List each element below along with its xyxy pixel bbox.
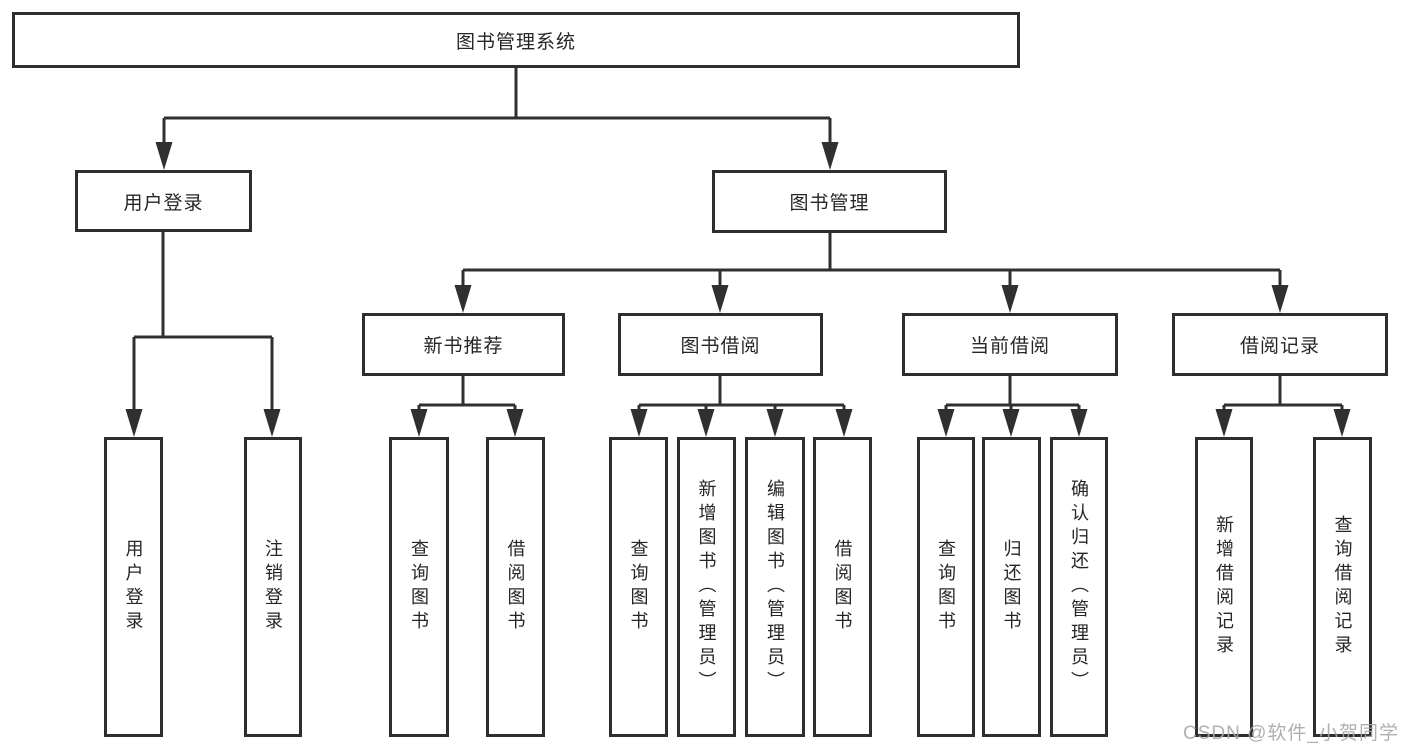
node-leaf-return-books: 归还图书 [982,437,1041,737]
node-leaf-query-books-current: 查询图书 [917,437,975,737]
node-leaf-user-login: 用户登录 [104,437,163,737]
node-book-borrowing: 图书借阅 [618,313,823,376]
node-leaf-query-borrow-record: 查询借阅记录 [1313,437,1372,737]
connector-stems [132,68,1344,412]
csdn-watermark: CSDN @软件_小贺同学 [1183,723,1399,744]
node-leaf-query-books-recommend: 查询图书 [389,437,449,737]
node-leaf-borrow-books-borrowing: 借阅图书 [813,437,872,737]
node-book-management: 图书管理 [712,170,947,233]
node-borrowing-records: 借阅记录 [1172,313,1388,376]
node-leaf-add-books-admin: 新增图书（管理员） [677,437,736,737]
node-leaf-edit-books-admin: 编辑图书（管理员） [745,437,805,737]
node-leaf-add-borrow-record: 新增借阅记录 [1195,437,1253,737]
node-leaf-borrow-books-recommend: 借阅图书 [486,437,545,737]
node-new-book-recommend: 新书推荐 [362,313,565,376]
node-leaf-query-books-borrowing: 查询图书 [609,437,668,737]
node-leaf-logout: 注销登录 [244,437,302,737]
node-leaf-confirm-return-admin: 确认归还（管理员） [1050,437,1108,737]
node-current-borrowing: 当前借阅 [902,313,1118,376]
node-library-management-system: 图书管理系统 [12,12,1020,68]
node-user-login: 用户登录 [75,170,252,232]
arrowheads [125,142,1351,437]
